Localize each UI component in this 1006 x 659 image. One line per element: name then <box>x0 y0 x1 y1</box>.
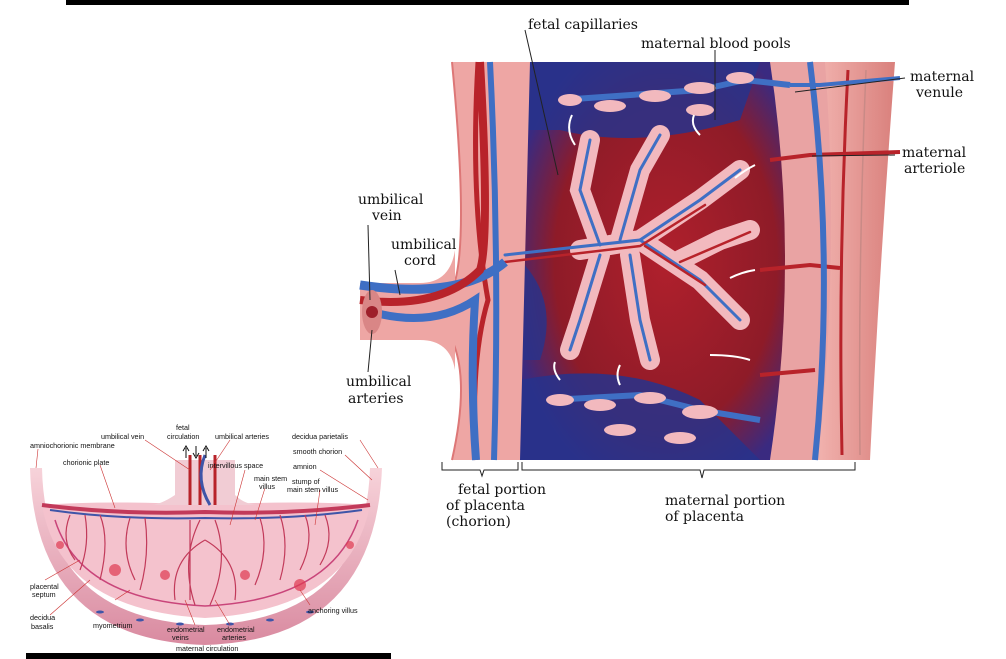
label-umbilical-vein-2: vein <box>371 208 402 224</box>
label-maternal-arteriole-2: arteriole <box>904 161 965 177</box>
inset-label-amnion: amnion <box>293 462 317 471</box>
inset-label-anchoring-villus: anchoring villus <box>308 606 358 615</box>
label-fetal-portion-3: (chorion) <box>446 514 511 530</box>
inset-label-endo-arteries-2: arteries <box>222 633 246 642</box>
inset-label-maternal-circulation: maternal circulation <box>176 644 238 653</box>
inset-label-fetal-1: fetal <box>176 423 190 432</box>
label-fetal-portion-1: fetal portion <box>458 482 546 498</box>
label-umbilical-vein-1: umbilical <box>358 192 424 208</box>
inset-label-fetal-2: circulation <box>167 432 199 441</box>
inset-label-amniochorionic: amniochorionic membrane <box>30 441 115 450</box>
label-maternal-portion-2: of placenta <box>665 509 744 525</box>
inset-label-decidua-basalis-2: basalis <box>31 622 54 631</box>
inset-label-chorionic-plate: chorionic plate <box>63 458 109 467</box>
label-maternal-portion-1: maternal portion <box>665 493 785 509</box>
label-umbilical-cord-1: umbilical <box>391 237 457 253</box>
inset-label-myometrium: myometrium <box>93 621 133 630</box>
label-umbilical-arteries-1: umbilical <box>346 374 412 390</box>
inset-label-septum-2: septum <box>32 590 56 599</box>
main-placenta-illustration <box>360 62 900 460</box>
inset-label-smooth-chorion: smooth chorion <box>293 447 342 456</box>
label-fetal-portion-2: of placenta <box>446 498 525 514</box>
inset-label-decidua-parietalis: decidua parietalis <box>292 432 348 441</box>
label-fetal-capillaries: fetal capillaries <box>528 17 638 33</box>
inset-label-decidua-basalis-1: decidua <box>30 613 55 622</box>
inset-label-umbilical-arteries: umbilical arteries <box>215 432 269 441</box>
inset-label-intervillous: intervillous space <box>208 461 263 470</box>
label-umbilical-cord-2: cord <box>404 253 436 269</box>
label-umbilical-arteries-2: arteries <box>348 391 404 407</box>
label-maternal-venule-2: venule <box>915 85 963 101</box>
inset-label-umbilical-vein: umbilical vein <box>101 432 144 441</box>
label-maternal-arteriole-1: maternal <box>902 145 967 161</box>
label-maternal-venule-1: maternal <box>910 69 975 85</box>
inset-label-endo-veins-2: veins <box>172 633 189 642</box>
label-maternal-blood-pools: maternal blood pools <box>641 36 791 52</box>
inset-label-stump-2: main stem villus <box>287 485 339 494</box>
inset-label-main-stem-2: villus <box>259 482 275 491</box>
